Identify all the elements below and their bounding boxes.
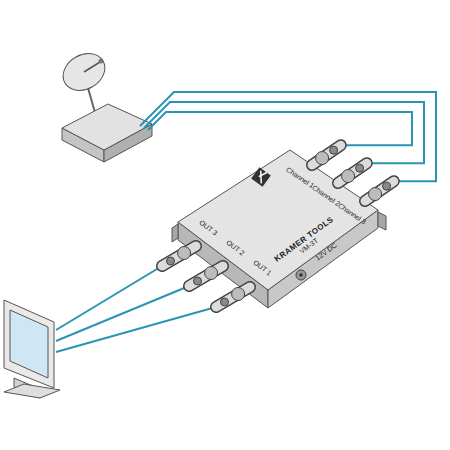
bnc-plug bbox=[216, 287, 250, 307]
monitor-base bbox=[4, 384, 60, 398]
satellite-receiver bbox=[62, 104, 152, 162]
housing-top bbox=[178, 150, 378, 290]
video-cable bbox=[56, 307, 216, 352]
bnc-plug bbox=[365, 181, 394, 201]
video-cable bbox=[148, 112, 412, 145]
monitor-frame bbox=[4, 300, 54, 388]
bnc-plug bbox=[162, 246, 196, 266]
monitor bbox=[4, 300, 60, 398]
mounting-ear bbox=[172, 224, 178, 242]
bnc-plug bbox=[338, 163, 367, 183]
distributor-housing bbox=[172, 150, 386, 308]
bnc-plug bbox=[189, 266, 223, 286]
monitor-screen bbox=[10, 310, 48, 378]
video-cable bbox=[56, 266, 162, 330]
bnc-plug bbox=[312, 145, 341, 165]
mounting-ear bbox=[378, 212, 386, 230]
receiver-top bbox=[62, 104, 152, 150]
dc-jack bbox=[296, 270, 306, 280]
logo-mark bbox=[251, 167, 271, 187]
satellite-dish bbox=[56, 46, 111, 116]
